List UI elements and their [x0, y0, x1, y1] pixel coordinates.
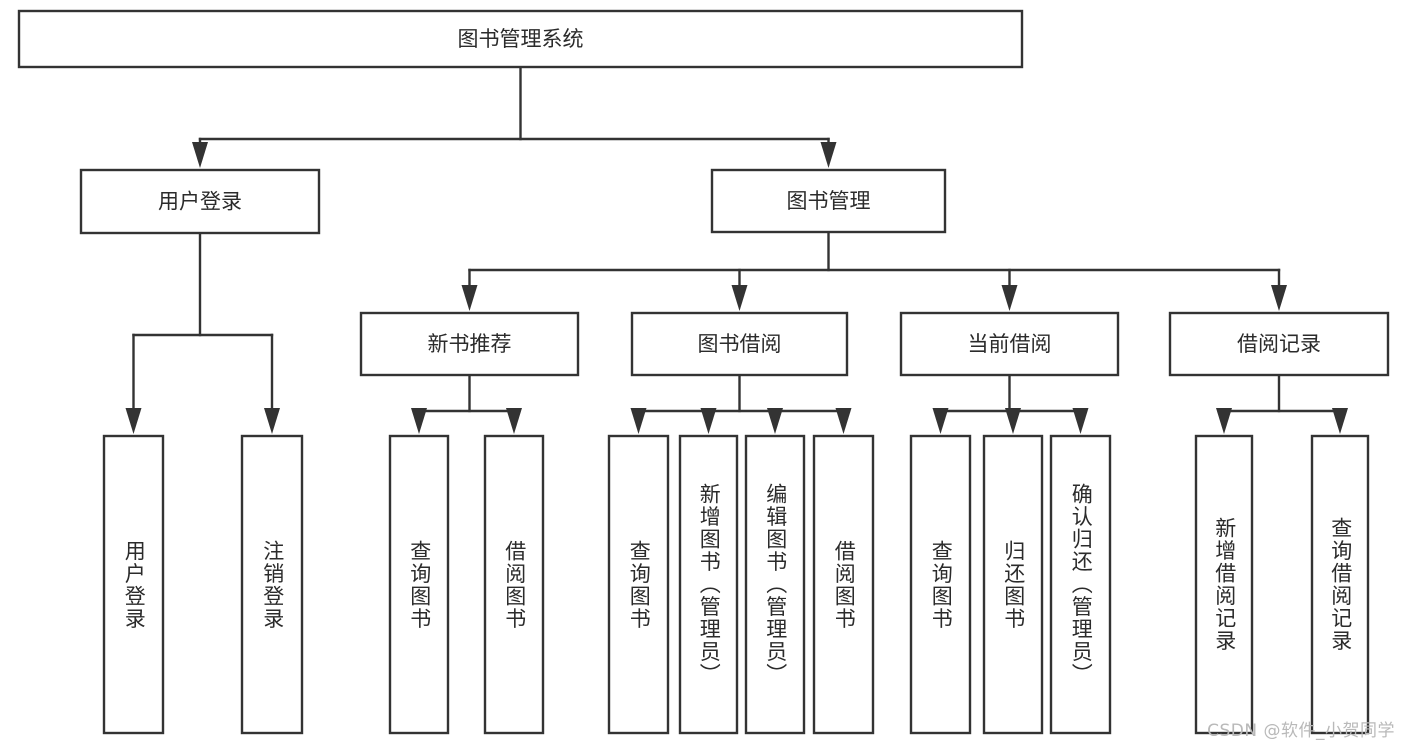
node-box-leaf-logout[interactable]	[240, 434, 304, 735]
node-box-leaf-add-record[interactable]	[1194, 434, 1254, 735]
arrow-head-to-leaf-borrow-book-2	[835, 408, 852, 434]
arrow-head-to-leaf-query-book-3	[932, 408, 949, 434]
arrow-head-to-new-book-recommend	[461, 285, 478, 311]
node-box-book-borrow[interactable]	[630, 311, 849, 377]
arrow-head-to-book-borrow	[731, 285, 748, 311]
arrow-head-to-leaf-return-book	[1005, 408, 1021, 434]
node-box-leaf-query-book-3[interactable]	[909, 434, 972, 735]
arrow-head-to-leaf-confirm-return	[1072, 408, 1089, 434]
node-label-current-borrow: 当前借阅	[968, 332, 1052, 356]
node-boxes	[17, 9, 1390, 735]
node-box-book-management[interactable]	[710, 168, 947, 234]
arrow-head-to-book-management	[820, 142, 837, 168]
node-box-leaf-borrow-book-2[interactable]	[812, 434, 875, 735]
arrow-head-to-leaf-query-record	[1332, 408, 1348, 434]
node-box-leaf-query-book-1[interactable]	[388, 434, 450, 735]
node-label-book-borrow: 图书借阅	[698, 332, 782, 356]
arrow-head-to-leaf-add-book	[700, 408, 717, 434]
node-box-leaf-user-login[interactable]	[102, 434, 165, 735]
node-box-leaf-confirm-return[interactable]	[1049, 434, 1112, 735]
node-box-leaf-query-book-2[interactable]	[607, 434, 670, 735]
node-label-book-management: 图书管理	[787, 189, 871, 213]
node-box-new-book-recommend[interactable]	[359, 311, 580, 377]
node-label-borrow-record: 借阅记录	[1237, 332, 1321, 356]
arrow-head-to-leaf-query-book-1	[411, 408, 427, 434]
node-box-leaf-add-book[interactable]	[678, 434, 739, 735]
arrow-head-to-leaf-query-book-2	[630, 408, 647, 434]
node-box-root[interactable]	[17, 9, 1024, 69]
node-box-leaf-borrow-book-1[interactable]	[483, 434, 545, 735]
node-box-leaf-return-book[interactable]	[982, 434, 1044, 735]
arrow-head-to-borrow-record	[1271, 285, 1287, 311]
arrow-head-to-leaf-add-record	[1216, 408, 1232, 434]
arrow-head-to-leaf-user-login	[125, 408, 142, 434]
node-label-new-book-recommend: 新书推荐	[428, 332, 512, 356]
node-box-leaf-edit-book[interactable]	[744, 434, 806, 735]
node-label-user-login: 用户登录	[158, 190, 242, 214]
arrow-head-to-user-login	[192, 142, 208, 168]
arrow-head-to-leaf-borrow-book-1	[506, 408, 522, 434]
arrow-head-to-leaf-logout	[264, 408, 280, 434]
node-label-root: 图书管理系统	[458, 27, 584, 51]
watermark-text: CSDN @软件_小贺同学	[1207, 721, 1395, 741]
node-box-leaf-query-record[interactable]	[1310, 434, 1370, 735]
connector-lines	[125, 65, 1348, 434]
arrow-head-to-current-borrow	[1001, 285, 1018, 311]
node-box-user-login[interactable]	[79, 168, 321, 235]
node-box-borrow-record[interactable]	[1168, 311, 1390, 377]
arrow-head-to-leaf-edit-book	[767, 408, 783, 434]
node-box-current-borrow[interactable]	[899, 311, 1120, 377]
